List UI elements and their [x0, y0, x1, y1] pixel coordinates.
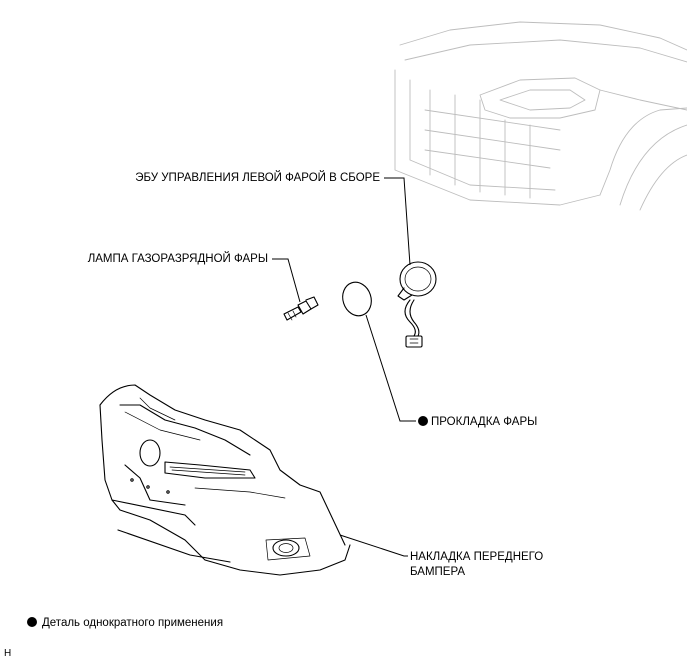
bumper-label-line1: НАКЛАДКА ПЕРЕДНЕГО	[410, 551, 543, 563]
ecu-label: ЭБУ УПРАВЛЕНИЯ ЛЕВОЙ ФАРОЙ В СБОРЕ	[135, 171, 380, 184]
headlamp-ecu-part	[397, 261, 437, 348]
filled-circle-icon	[27, 617, 37, 627]
gasket-leader-line	[365, 314, 416, 422]
leader-lines	[272, 177, 416, 557]
figure-code: H	[4, 648, 11, 659]
bulb-leader-line	[272, 258, 301, 303]
single-use-marker-icon	[418, 416, 428, 426]
discharge-bulb-part	[283, 296, 319, 321]
ecu-leader-line	[384, 177, 411, 266]
legend-text: Деталь однократного применения	[42, 617, 223, 629]
front-bumper-cover-part	[99, 384, 351, 576]
headlamp-gasket-part	[342, 281, 372, 317]
bulb-label: ЛАМПА ГАЗОРАЗРЯДНОЙ ФАРЫ	[88, 252, 268, 265]
vehicle-front-illustration	[394, 21, 687, 211]
legend: Деталь однократного применения	[27, 617, 223, 629]
bumper-leader-line	[339, 534, 408, 557]
gasket-label: ПРОКЛАДКА ФАРЫ	[431, 416, 537, 428]
bumper-label-line2: БАМПЕРА	[410, 566, 465, 578]
